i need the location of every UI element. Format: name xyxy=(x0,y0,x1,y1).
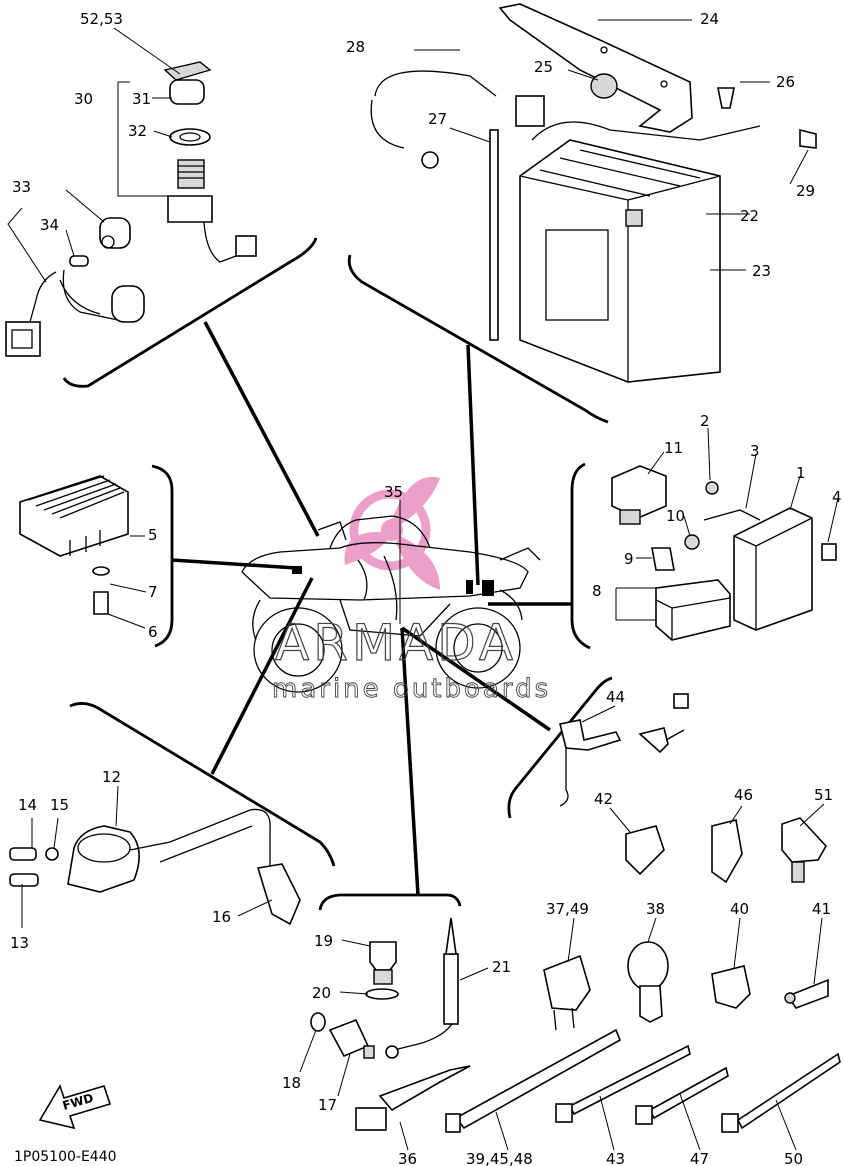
callout-52-53: 52,53 xyxy=(80,10,123,28)
callout-2: 2 xyxy=(700,412,710,430)
callout-39-45-48: 39,45,48 xyxy=(466,1150,533,1166)
callout-41: 41 xyxy=(812,900,831,918)
callout-9: 9 xyxy=(624,550,634,568)
callout-21: 21 xyxy=(492,958,511,976)
callout-51: 51 xyxy=(814,786,833,804)
callout-7: 7 xyxy=(148,583,158,601)
fwd-arrow-icon: FWD xyxy=(38,1084,112,1130)
callout-4: 4 xyxy=(832,488,842,506)
sensor-group xyxy=(310,917,459,1059)
callout-44: 44 xyxy=(606,688,625,706)
ignition-coil-assy xyxy=(9,808,301,926)
clamps-ties-group xyxy=(355,693,841,1133)
callout-1: 1 xyxy=(796,464,806,482)
leader-left xyxy=(171,558,297,570)
leader-lower-left xyxy=(210,577,314,775)
callout-29: 29 xyxy=(796,182,815,200)
callout-37-49: 37,49 xyxy=(546,900,589,918)
bracket-lower-right xyxy=(507,676,613,819)
callout-35: 35 xyxy=(384,483,403,501)
callout-20: 20 xyxy=(312,984,331,1002)
bracket-upper-right xyxy=(347,254,609,424)
bracket-upper-left xyxy=(62,237,318,388)
callout-32: 32 xyxy=(128,122,147,140)
rectifier-regulator xyxy=(19,475,129,615)
callout-42: 42 xyxy=(594,790,613,808)
callout-36: 36 xyxy=(398,1150,417,1166)
bracket-lower-left xyxy=(69,702,336,867)
leader-lower-right xyxy=(401,626,551,732)
callout-19: 19 xyxy=(314,932,333,950)
callout-17: 17 xyxy=(318,1096,337,1114)
watermark-logo xyxy=(344,476,440,590)
diagram-code: 1P05100-E440 xyxy=(14,1149,117,1165)
leader-bottom xyxy=(400,627,420,896)
callout-34: 34 xyxy=(40,216,59,234)
callout-27: 27 xyxy=(428,110,447,128)
callout-14: 14 xyxy=(18,796,37,814)
callout-leaders xyxy=(7,19,839,1151)
bracket-left-mid xyxy=(151,464,174,648)
callout-6: 6 xyxy=(148,623,158,641)
watermark-brand: ARMADA xyxy=(275,614,517,672)
main-switch-assy xyxy=(163,61,257,263)
callout-22: 22 xyxy=(740,207,759,225)
callout-16: 16 xyxy=(212,908,231,926)
callout-33: 33 xyxy=(12,178,31,196)
callout-23: 23 xyxy=(752,262,771,280)
leader-upper-right xyxy=(466,344,480,586)
electrical-unit-group xyxy=(611,465,837,641)
watermark-tagline: marine outboards xyxy=(272,674,551,704)
callout-43: 43 xyxy=(606,1150,625,1166)
leader-upper-left xyxy=(203,321,320,537)
callout-3: 3 xyxy=(750,442,760,460)
callout-46: 46 xyxy=(734,786,753,804)
callout-5: 5 xyxy=(148,526,158,544)
callout-11: 11 xyxy=(664,439,683,457)
switch-subassy-33 xyxy=(5,217,145,357)
callout-40: 40 xyxy=(730,900,749,918)
callout-30: 30 xyxy=(74,90,93,108)
atv-vehicle xyxy=(241,515,541,693)
callout-38: 38 xyxy=(646,900,665,918)
callout-13: 13 xyxy=(10,934,29,952)
callout-labels: 52,53 30 31 32 33 34 24 28 25 26 27 29 2… xyxy=(10,10,842,1166)
callout-47: 47 xyxy=(690,1150,709,1166)
callout-12: 12 xyxy=(102,768,121,786)
callout-50: 50 xyxy=(784,1150,803,1166)
bracket-bottom xyxy=(318,893,462,911)
callout-8: 8 xyxy=(592,582,602,600)
callout-28: 28 xyxy=(346,38,365,56)
callout-24: 24 xyxy=(700,10,719,28)
callout-15: 15 xyxy=(50,796,69,814)
callout-25: 25 xyxy=(534,58,553,76)
callout-26: 26 xyxy=(776,73,795,91)
callout-18: 18 xyxy=(282,1074,301,1092)
callout-10: 10 xyxy=(666,507,685,525)
battery-assy xyxy=(370,3,817,383)
callout-31: 31 xyxy=(132,90,151,108)
bracket-right-mid xyxy=(570,462,591,650)
